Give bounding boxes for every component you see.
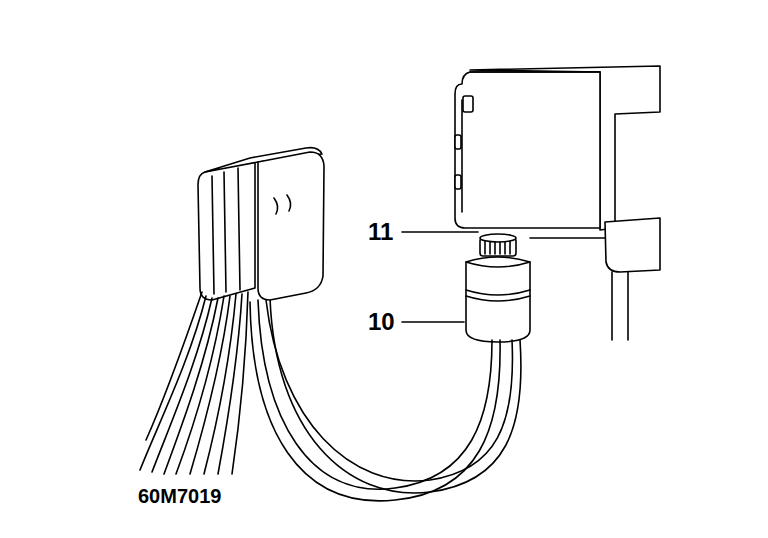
sensor-body	[466, 257, 530, 342]
harness-wires	[140, 292, 248, 474]
leader-line	[402, 231, 478, 233]
multi-pin-plug	[198, 148, 324, 300]
figure-code: 60M7019	[138, 486, 221, 506]
callout-number: 11	[368, 220, 393, 244]
callout-number: 10	[368, 310, 395, 334]
sensor-wires	[250, 298, 521, 501]
knurled-nut	[480, 234, 516, 256]
leader-line	[402, 321, 464, 323]
